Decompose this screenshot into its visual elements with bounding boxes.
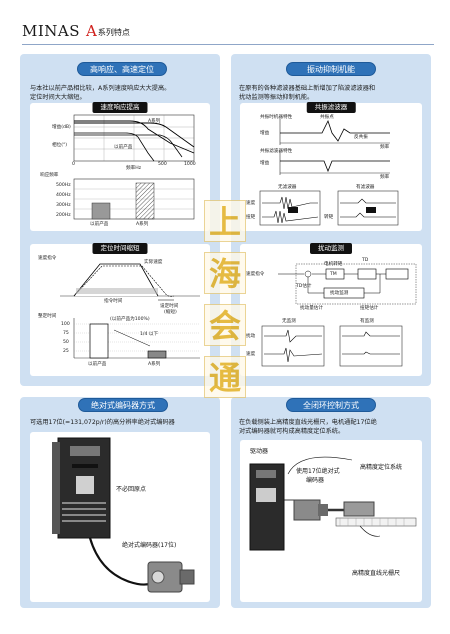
- header-rule: [22, 44, 434, 45]
- watermark-char-4: 通: [204, 356, 246, 398]
- callout-no-homing: 不必回原点: [116, 486, 147, 493]
- brand-name: MINAS: [22, 22, 81, 40]
- card-speed-response: 速度响应提高 增益(dB) 相位(°) 以前产品 A系列 频率Hz 0 500 …: [30, 102, 210, 231]
- settle-sub-label: (缩短): [164, 310, 177, 315]
- gain-label-2: 增益: [260, 161, 270, 166]
- card-positioning-time: 定位时间缩短 速度指令 实际速度 指令时间 设定时间 (缩短) 整定时间 (以前…: [30, 243, 210, 376]
- settle-time-label: 整定时间: [38, 314, 57, 319]
- card-positioning-time-title: 定位时间缩短: [92, 243, 148, 254]
- dm-observer: 扰动监测: [330, 291, 349, 296]
- panel-vibration-text-2: 扰动监测等振动抑制机能。: [239, 94, 314, 101]
- card-resonance-filter-title: 共振滤波器: [306, 102, 356, 113]
- callout-abs-encoder: 绝对式编码器(17位): [122, 542, 177, 549]
- series-suffix: 系列特点: [97, 28, 130, 37]
- panel-closed-loop-text-1: 在负载侧装上高精度直线光栅尺，电机通配17位绝: [239, 419, 377, 426]
- freq-label-1: 频率: [380, 145, 390, 150]
- card-resonance-filter: 共振滤波器 共振时机器特性 共振点 反共振 增益 频率 共振滤波器特性 增益 频…: [240, 102, 422, 231]
- watermark-char-2: 海: [204, 252, 246, 294]
- panel-closed-loop-text-2: 对式编码器就可构成高精度定位系统。: [239, 428, 345, 435]
- closed-loop-illustration: 驱动器 使用17位绝对式 编码器 高精度定位系统 高精度直线光栅尺: [240, 440, 422, 602]
- dm-motor-torque: 电机转矩: [324, 262, 343, 267]
- card-speed-response-title: 速度响应提高: [92, 102, 148, 113]
- bar-a: A系列: [148, 362, 161, 367]
- cmd-time-label: 指令时间: [104, 299, 123, 304]
- resp-freq-label: 响应频率: [40, 173, 59, 178]
- dm-td: TD: [362, 258, 369, 263]
- dm-speed-cmd: 速度指令: [246, 272, 265, 277]
- y-tick-3: 200Hz: [56, 213, 71, 218]
- panel-vibration-title: 振动抑制机能: [286, 62, 376, 76]
- dm-no-monitor: 无监测: [282, 319, 296, 324]
- panel-response-title: 高响应、高速定位: [77, 62, 167, 76]
- x-tick-2: 1000: [184, 162, 196, 167]
- legend-prev: 以前产品: [114, 145, 133, 150]
- with-filter-label: 有滤波器: [356, 185, 375, 190]
- torque-sub-label: 转矩: [324, 215, 334, 220]
- watermark-char-1: 上: [204, 200, 246, 242]
- driver-label: 驱动器: [250, 448, 269, 455]
- x-tick-0: 0: [72, 162, 75, 167]
- torque-wave-label: 扭矩: [246, 215, 256, 220]
- legend-a: A系列: [148, 119, 161, 124]
- bar-prev: 以前产品: [88, 362, 107, 367]
- panel-encoder-title: 绝对式编码器方式: [78, 398, 168, 412]
- phase-axis-label: 相位(°): [52, 143, 68, 148]
- y-tick-2: 300Hz: [56, 203, 71, 208]
- panel-closed-loop-title: 全闭环控制方式: [286, 398, 376, 412]
- dm-td-est: TD估计: [296, 284, 312, 289]
- dm-tm: TM: [330, 272, 337, 277]
- fullclosed-system: [249, 456, 417, 551]
- x-tick-1: 500: [158, 162, 167, 167]
- speed-cmd-label: 速度指令: [38, 256, 57, 261]
- card-disturbance-monitor-title: 扰动监测: [310, 243, 352, 254]
- dm-speed: 速度: [246, 352, 256, 357]
- observer-block-diagram: [261, 263, 417, 367]
- settle-label: 设定时间: [160, 304, 179, 309]
- dm-dist: 扰动: [246, 334, 256, 339]
- y-50: 50: [63, 340, 69, 345]
- resonance-plots: [259, 119, 399, 226]
- encoder-box-line-1: 使用17位绝对式: [296, 468, 340, 475]
- speed-wave-label: 速度: [246, 201, 256, 206]
- bar-label-a: A系列: [136, 222, 149, 227]
- positioning-system-label: 高精度定位系统: [360, 464, 403, 471]
- y-tick-0: 500Hz: [56, 183, 71, 188]
- watermark-char-3: 会: [204, 304, 246, 346]
- y-tick-1: 400Hz: [56, 193, 71, 198]
- encoder-box-line-2: 编码器: [306, 477, 325, 484]
- panel-vibration-text-1: 在原有的各种滤波器基础上新增加了陷波滤波器和: [239, 85, 376, 92]
- anti-reson-label: 反共振: [354, 135, 368, 140]
- mech-char-label: 共振时机器特性: [260, 115, 293, 120]
- dm-estimate: 扰动量估计: [300, 306, 323, 311]
- linear-scale-label: 高精度直线光栅尺: [352, 570, 401, 577]
- bar-label-prev: 以前产品: [90, 222, 109, 227]
- quarter-label: 1/4 以下: [140, 332, 159, 337]
- gain-label-1: 增益: [260, 131, 270, 136]
- y-100: 100: [61, 322, 70, 327]
- dm-with-monitor: 有监测: [360, 319, 374, 324]
- panel-response-text-2: 定位时间大大缩短。: [30, 94, 86, 101]
- y-25: 25: [63, 349, 69, 354]
- brand-header: MINAS A 系列特点: [22, 22, 130, 40]
- card-disturbance-monitor: 扰动监测 速度指令 电机转矩 TM TD TD估计 扰动量估计 扭矩估计 扰动监…: [240, 243, 422, 376]
- driver-and-motor: [52, 437, 195, 593]
- panel-response-text-1: 与本社以前产品相比较，A系列速度响应大大提高。: [30, 85, 171, 92]
- panel-encoder-text: 可选用17位(=131,072p/r)的高分辨率绝对式编码器: [30, 419, 175, 426]
- y-75: 75: [63, 331, 69, 336]
- no-filter-label: 无滤波器: [278, 185, 297, 190]
- actual-speed-label: 实际速度: [144, 260, 163, 265]
- speed-profile: [60, 263, 200, 359]
- bode-plot: [73, 114, 195, 220]
- filter-char-label: 共振滤波器特性: [260, 149, 293, 154]
- dm-torque-est: 扭矩估计: [360, 306, 379, 311]
- reson-point-label: 共振点: [320, 115, 334, 120]
- gain-axis-label: 增益(dB): [52, 125, 71, 130]
- index-label: (以前产品为100%): [110, 317, 150, 322]
- freq-axis-label: 频率Hz: [126, 166, 142, 171]
- freq-label-2: 频率: [380, 175, 390, 180]
- encoder-illustration: 不必回原点 绝对式编码器(17位): [30, 432, 210, 602]
- series-letter: A: [86, 22, 97, 40]
